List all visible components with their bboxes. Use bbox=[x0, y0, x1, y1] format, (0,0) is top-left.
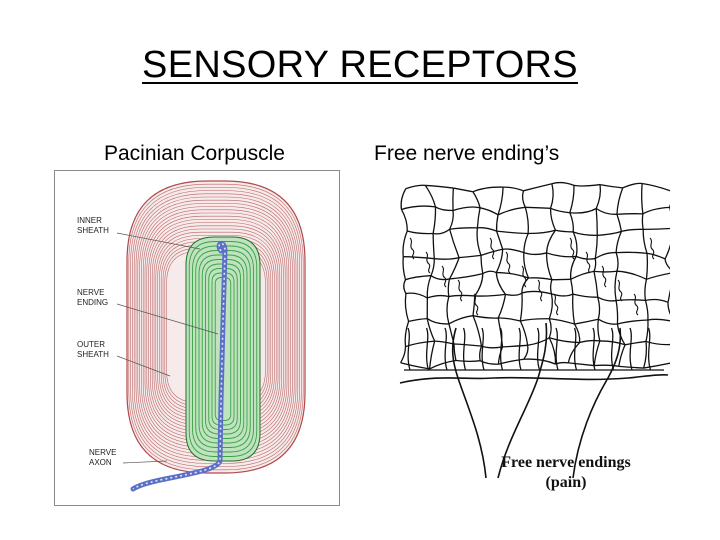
pacinian-caption: Pacinian Corpuscle bbox=[104, 142, 285, 165]
free-nerve-endings-label: Free nerve endings (pain) bbox=[486, 453, 646, 493]
label-nerve-ending: NERVE ENDING bbox=[77, 288, 108, 307]
nerve-axon-fiber bbox=[130, 241, 228, 492]
cell-mesh bbox=[400, 181, 670, 371]
pacinian-corpuscle-figure: INNER SHEATH NERVE ENDING OUTER SHEATH N… bbox=[54, 170, 340, 506]
free-nerve-label-line1: Free nerve endings bbox=[501, 454, 631, 471]
pointer-lines bbox=[116, 232, 219, 464]
free-nerve-endings-figure bbox=[398, 178, 670, 500]
nerve-fibers bbox=[399, 237, 669, 479]
slide-title: SENSORY RECEPTORS bbox=[142, 44, 578, 86]
label-nerve-axon: NERVE AXON bbox=[89, 448, 119, 467]
free-nerve-label-line2: (pain) bbox=[545, 474, 587, 491]
free-nerve-caption: Free nerve ending’s bbox=[374, 142, 560, 165]
label-inner-sheath: INNER SHEATH bbox=[77, 216, 109, 235]
label-outer-sheath: OUTER SHEATH bbox=[77, 340, 109, 359]
